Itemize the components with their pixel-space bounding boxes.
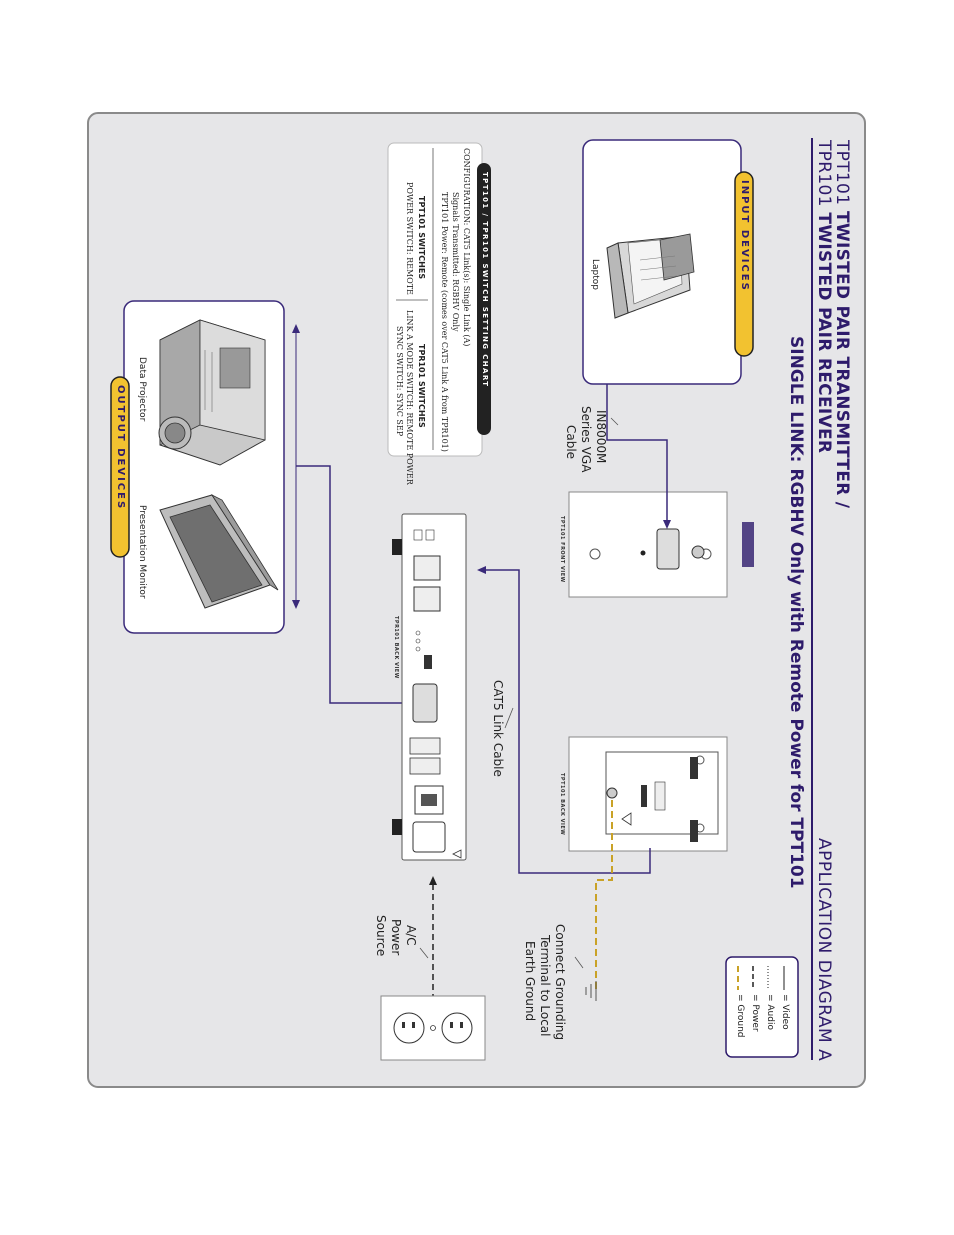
switch-chart-tpr-head: TPR101 SWITCHES: [417, 344, 426, 428]
output-arrowhead-bottom: [292, 600, 300, 609]
switch-chart-power: TPT101 Power: Remote (comes over CAT5 Li…: [440, 192, 449, 452]
tpt-back-port-a: [690, 820, 698, 842]
tpt-back-ground-terminal: [606, 787, 618, 799]
vga-cable-label-1: IN8000M: [594, 410, 608, 464]
input-devices-header: INPUT DEVICES: [739, 180, 750, 292]
diagram-subtitle: SINGLE LINK: RGBHV Only with Remote Powe…: [786, 336, 806, 889]
laptop-label: Laptop: [590, 259, 600, 290]
switch-chart-tpr-value-1: LINK A MODE SWITCH: REMOTE POWER: [405, 310, 414, 485]
switch-chart-configuration: CONFIGURATION: CAT5 Link(s): Single Link…: [462, 148, 471, 347]
tpr-back-led-2: [415, 638, 421, 644]
tpr-back-rj45-a: [413, 555, 441, 581]
switch-chart-tpt-head: TPT101 SWITCHES: [417, 196, 426, 280]
tpt-front-led: [640, 550, 646, 556]
title-line-1: TPT101 TWISTED PAIR TRANSMITTER /: [832, 140, 852, 508]
tpt-front-plate: [568, 491, 728, 598]
legend-ground: = Ground: [735, 994, 745, 1038]
monitor-icon: [159, 493, 279, 609]
ac-power-label-2: Power: [389, 919, 403, 956]
tpr-back-iec-inlet: [412, 821, 446, 853]
input-devices-pill: [734, 171, 754, 357]
legend-audio: = Audio: [765, 994, 775, 1030]
vga-cable-label-2: Series VGA: [579, 406, 593, 473]
monitor-label: Presentation Monitor: [137, 505, 147, 599]
laptop-icon: [606, 233, 695, 319]
tpr-back-audio-out-2: [409, 757, 441, 775]
title-line-1-rest: TWISTED PAIR TRANSMITTER /: [832, 211, 852, 509]
tpt-back-port-b: [690, 757, 698, 779]
ac-power-label-1: A/C: [404, 925, 418, 946]
legend-box: [725, 956, 799, 1058]
ground-label-1: Connect Grounding: [553, 924, 567, 1041]
tpr-back-vga-out: [412, 683, 438, 723]
tpr-back-foot-2: [392, 819, 402, 835]
projector-label: Data Projector: [137, 357, 147, 422]
vga-cable-callout: [610, 417, 619, 426]
tpr-back-mono-audio-switch: [425, 529, 435, 541]
switch-chart-signals: Signals Transmitted: RGBHV Only: [451, 192, 460, 332]
tpt-front-av-jack: [691, 545, 705, 559]
cat5-arrowhead: [477, 566, 486, 574]
tpr-output-cable: [296, 465, 402, 704]
tpr-back-audio-out-1: [409, 737, 441, 755]
legend-power: = Power: [750, 994, 760, 1032]
ground-callout: [574, 956, 584, 969]
ac-callout: [419, 947, 429, 959]
tpr-back-remote-power-switch: [413, 529, 423, 541]
switch-chart-tpt-value: POWER SWITCH: REMOTE: [405, 182, 414, 295]
tpr-back-view-label: TPR101 BACK VIEW: [393, 616, 399, 679]
ground-cable-line: [595, 800, 613, 990]
title-line-2-rest: TWISTED PAIR RECEIVER: [814, 212, 834, 454]
cat5-cable-label: CAT5 Link Cable: [491, 680, 505, 777]
ac-outlet-socket-1: [393, 1012, 425, 1044]
earth-ground-symbol: [585, 981, 597, 1001]
vga-cable-arrowhead: [663, 520, 671, 529]
ac-outlet-socket-2: [441, 1012, 473, 1044]
ac-power-arrowhead: [429, 876, 437, 885]
tpr-back-foot-1: [392, 539, 402, 555]
application-diagram-label: APPLICATION DIAGRAM A: [814, 838, 834, 1062]
tpt-front-screw-1: [589, 548, 601, 560]
tpt-back-view-label: TPT101 BACK VIEW: [559, 773, 565, 836]
tpt-back-switch-1: [641, 785, 647, 807]
title-line-1-model: TPT101: [832, 140, 852, 206]
vga-cable-line: [606, 384, 668, 525]
tpr-back-led-1: [415, 630, 421, 636]
output-devices-header: OUTPUT DEVICES: [115, 385, 126, 511]
projector-icon: [158, 319, 266, 466]
ground-label-3: Earth Ground: [523, 941, 537, 1022]
switch-chart-header: TPT101 / TPR101 SWITCH SETTING CHART: [481, 172, 489, 388]
switch-chart-header-bar: [477, 163, 491, 435]
legend-video: = Video: [780, 994, 790, 1030]
tpt-back-dip: [654, 781, 666, 811]
switch-chart-tpr-value-2: SYNC SWITCH: SYNC SEP: [395, 326, 404, 437]
tpt-back-warning-icon: [621, 812, 632, 826]
tpt-front-view-label: TPT101 FRONT VIEW: [559, 516, 565, 583]
cat5-cable-line: [483, 569, 651, 874]
tpr-back-power-switch-rocker: [421, 794, 437, 806]
title-line-2: TPR101 TWISTED PAIR RECEIVER: [814, 140, 834, 453]
cat5-callout: [504, 707, 514, 729]
tpt-front-logo: [742, 522, 754, 567]
output-devices-pill: [110, 376, 130, 558]
tpr-back-switch: [424, 655, 432, 669]
title-line-2-model: TPR101: [814, 140, 834, 207]
ac-power-label-3: Source: [374, 915, 388, 957]
tpr-back-rj45-b: [413, 586, 441, 612]
tpr-back-led-3: [415, 646, 421, 652]
tpt-front-vga-port: [656, 528, 680, 570]
tpr-back-warning-icon: [452, 849, 462, 859]
ground-label-2: Terminal to Local: [538, 935, 552, 1037]
output-arrowhead-top: [292, 324, 300, 333]
ac-outlet-screw: [430, 1025, 436, 1031]
vga-cable-label-3: Cable: [564, 425, 578, 460]
